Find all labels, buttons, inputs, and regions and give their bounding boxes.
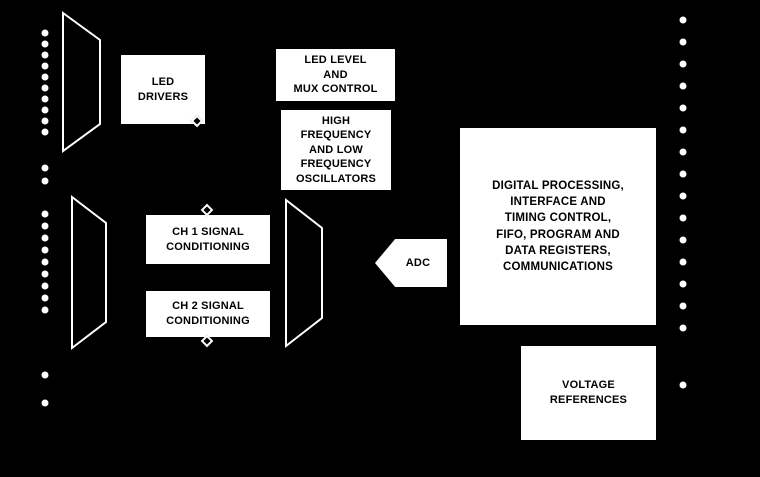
right-pin-dot-column — [679, 236, 687, 244]
left-pin-dot-top-group — [41, 117, 49, 125]
block-digital-processing-line: DATA REGISTERS, — [505, 244, 611, 257]
left-pin-dot-mid-group — [41, 164, 49, 172]
block-oscillators-line: OSCILLATORS — [295, 172, 377, 185]
left-pin-dot-lower-group — [41, 210, 49, 218]
block-digital-processing-line: INTERFACE AND — [510, 196, 606, 209]
block-led-level-mux-line: MUX CONTROL — [293, 83, 378, 96]
right-pin-dot-column — [679, 280, 687, 288]
left-pin-dot-top-group — [41, 62, 49, 70]
block-led-level-mux-line: LED LEVEL — [304, 54, 367, 67]
right-pin-dot-column — [679, 38, 687, 46]
left-pin-dot-lower-group — [41, 270, 49, 278]
left-pin-dot-top-group — [41, 84, 49, 92]
left-pin-dot-bottom-group — [41, 371, 49, 379]
left-pin-dot-mid-group — [41, 177, 49, 185]
right-pin-dot-column — [679, 60, 687, 68]
block-oscillators: HIGH FREQUENCY AND LOW FREQUENCY OSCILLA… — [281, 110, 391, 190]
block-led-drivers-line: LED — [151, 75, 175, 88]
left-pin-dot-top-group — [41, 95, 49, 103]
right-pin-dot-column — [679, 82, 687, 90]
left-pin-dot-bottom-group — [41, 399, 49, 407]
right-pin-dot-column — [679, 214, 687, 222]
left-pin-dot-lower-group — [41, 246, 49, 254]
block-led-level-mux-line: AND — [323, 68, 348, 81]
block-ch2-line: CONDITIONING — [166, 315, 250, 327]
block-ch1-line: CONDITIONING — [166, 240, 250, 253]
right-pin-dot-column — [679, 126, 687, 134]
left-pin-dot-top-group — [41, 106, 49, 114]
block-ch2-signal-conditioning: CH 2 SIGNAL CONDITIONING — [146, 291, 270, 337]
left-pin-dot-lower-group — [41, 306, 49, 314]
block-digital-processing-line: TIMING CONTROL, — [504, 212, 612, 225]
block-voltage-references-line: VOLTAGE — [562, 379, 615, 392]
block-adc-label: ADC — [405, 256, 431, 269]
block-ch2-line: CH 2 SIGNAL — [172, 300, 244, 313]
block-oscillators-line: FREQUENCY — [300, 158, 372, 171]
block-oscillators-line: FREQUENCY — [300, 129, 372, 142]
left-pin-dot-lower-group — [41, 294, 49, 302]
block-led-level-mux-control: LED LEVEL AND MUX CONTROL — [276, 49, 395, 101]
block-ch1-signal-conditioning: CH 1 SIGNAL CONDITIONING — [146, 215, 270, 264]
left-pin-dot-lower-group — [41, 282, 49, 290]
block-digital-processing-line: DIGITAL PROCESSING, — [492, 180, 624, 193]
block-oscillators-line: AND LOW — [309, 143, 363, 156]
block-digital-processing-line: FIFO, PROGRAM AND — [496, 228, 620, 241]
right-pin-dot-column — [679, 302, 687, 310]
block-oscillators-line: HIGH — [321, 114, 351, 127]
right-pin-dot-column — [679, 104, 687, 112]
block-digital-processing-line: COMMUNICATIONS — [503, 260, 613, 273]
right-pin-dot-column — [679, 170, 687, 178]
left-pin-dot-top-group — [41, 51, 49, 59]
right-pin-dot-column — [679, 192, 687, 200]
block-ch1-line: CH 1 SIGNAL — [172, 225, 244, 238]
block-digital-processing: DIGITAL PROCESSING, INTERFACE AND TIMING… — [460, 128, 656, 325]
left-pin-dot-top-group — [41, 73, 49, 81]
block-voltage-references: VOLTAGE REFERENCES — [521, 346, 656, 440]
input-mux-trapezoid — [71, 194, 107, 351]
left-pin-dot-top-group — [41, 40, 49, 48]
left-pin-dot-lower-group — [41, 234, 49, 242]
right-pin-dot-column — [679, 324, 687, 332]
left-pin-dot-lower-group — [41, 258, 49, 266]
right-pin-dot-column — [679, 148, 687, 156]
led-output-mux-trapezoid — [62, 11, 101, 153]
block-voltage-references-line: REFERENCES — [549, 394, 628, 406]
block-led-drivers-line: DRIVERS — [137, 90, 189, 103]
block-adc: ADC — [375, 239, 447, 287]
block-led-drivers: LED DRIVERS — [121, 55, 205, 124]
adc-input-mux-trapezoid — [285, 197, 323, 349]
left-pin-dot-top-group — [41, 128, 49, 136]
right-pin-dot-single — [679, 381, 687, 389]
right-pin-dot-column — [679, 16, 687, 24]
left-pin-dot-top-group — [41, 29, 49, 37]
left-pin-dot-lower-group — [41, 222, 49, 230]
right-pin-dot-column — [679, 258, 687, 266]
